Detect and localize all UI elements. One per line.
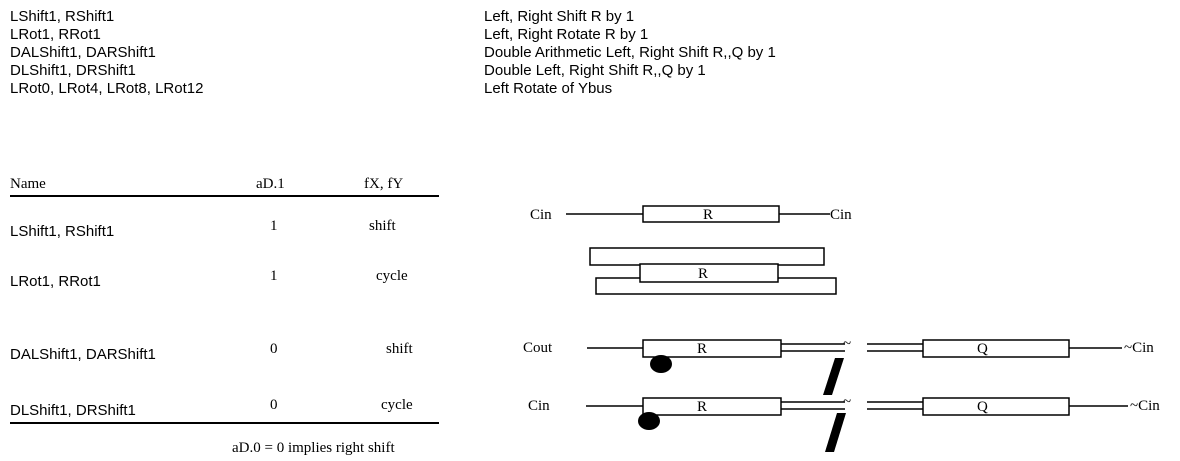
register-q-box [922,397,1070,416]
label-tilde: ~ [843,394,851,410]
register-r-box [639,263,779,283]
label-cout: Cout [523,340,553,356]
op-description: Double Left, Right Shift R,,Q by 1 [484,62,706,79]
table-footnote: aD.0 = 0 implies right shift [232,440,395,456]
register-r-box [642,397,782,416]
register-q-box [922,339,1070,358]
op-name: LShift1, RShift1 [10,8,115,25]
op-name: DLShift1, DRShift1 [10,62,136,79]
op-descriptions-list: Left, Right Shift R by 1 Left, Right Rot… [484,8,776,98]
label-register-q: Q [977,341,988,357]
table-row-fxfy: cycle [381,397,413,413]
table-header-fxfy: fX, fY [364,176,404,192]
break-mark [825,413,846,452]
table-row-name: DLShift1, DRShift1 [10,402,136,419]
table-row-fxfy: shift [369,218,396,234]
label-cin-left: Cin [530,207,552,223]
table-row-name: DALShift1, DARShift1 [10,346,156,363]
table-bottom-rule [10,422,439,424]
op-name: DALShift1, DARShift1 [10,44,156,61]
break-mark [823,358,844,395]
label-cin-right: Cin [830,207,852,223]
table-row-name: LShift1, RShift1 [10,223,115,240]
label-cin-left: Cin [528,398,550,414]
table-header-ad1: aD.1 [256,176,285,192]
label-register-r: R [698,266,708,282]
op-description: Left Rotate of Ybus [484,80,613,97]
label-not-cin: ~Cin [1130,398,1160,414]
table-row-fxfy: shift [386,341,413,357]
table-header-rule [10,195,439,197]
table-row-ad1: 1 [270,268,278,284]
op-names-list: LShift1, RShift1 LRot1, RRot1 DALShift1,… [10,8,203,98]
register-r-box [642,339,782,358]
label-register-r: R [697,341,707,357]
label-register-r: R [703,207,713,223]
table-row-name: LRot1, RRot1 [10,273,101,290]
table-row-ad1: 0 [270,341,278,357]
op-description: Double Arithmetic Left, Right Shift R,,Q… [484,44,776,61]
label-register-q: Q [977,399,988,415]
table-row-ad1: 0 [270,397,278,413]
table-row-ad1: 1 [270,218,278,234]
bit-dot [638,412,660,430]
op-description: Left, Right Shift R by 1 [484,8,635,25]
op-name: LRot1, RRot1 [10,26,101,43]
table-header-name: Name [10,176,46,192]
rotate-loop-top [589,247,825,266]
label-not-cin: ~Cin [1124,340,1154,356]
label-tilde: ~ [843,336,851,352]
label-register-r: R [697,399,707,415]
bit-dot [650,355,672,373]
op-name: LRot0, LRot4, LRot8, LRot12 [10,80,204,97]
op-description: Left, Right Rotate R by 1 [484,26,649,43]
table-row-fxfy: cycle [376,268,408,284]
